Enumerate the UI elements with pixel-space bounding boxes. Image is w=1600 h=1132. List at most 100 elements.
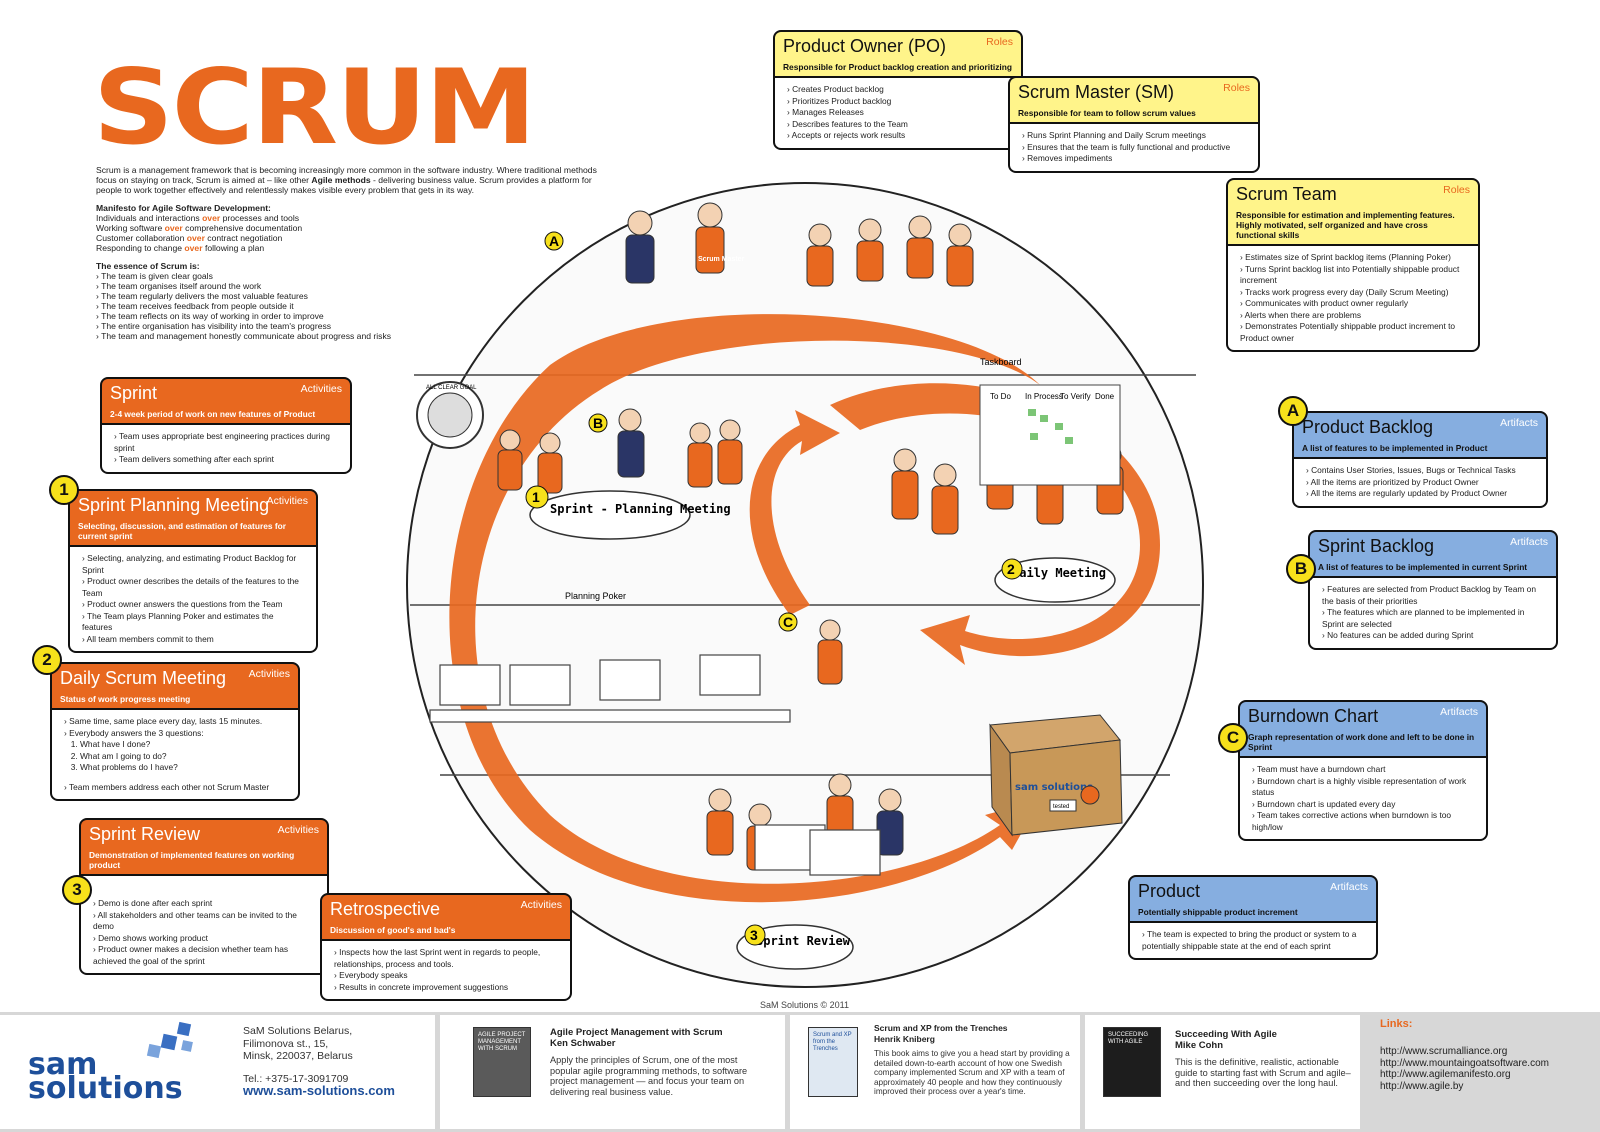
activity-sub: Demonstration of implemented features on…	[89, 850, 295, 870]
role-tag: Roles	[1223, 82, 1250, 94]
copyright: SaM Solutions © 2011	[760, 1000, 850, 1010]
activity-tag: Activities	[266, 495, 308, 507]
bubble-daily	[994, 557, 1116, 603]
book-cover: SUCCEEDING WITH AGILE	[1103, 1027, 1161, 1097]
letter-badge: C	[1218, 723, 1248, 753]
manifesto-line: Responding to change over following a pl…	[96, 243, 265, 253]
book-author: Ken Schwaber	[550, 1038, 616, 1049]
list-item: Product owner makes a decision whether t…	[93, 944, 317, 967]
link-item[interactable]: http://www.scrumalliance.org	[1380, 1046, 1508, 1057]
activity-tag: Activities	[248, 668, 290, 680]
link-item[interactable]: http://www.agilemanifesto.org	[1380, 1069, 1511, 1080]
activity-sub: 2-4 week period of work on new features …	[110, 409, 316, 419]
artifact-card-product-backlog: Product Backlog Artifacts A list of feat…	[1292, 411, 1548, 508]
manifesto-list: Individuals and interactions over proces…	[96, 213, 616, 253]
list-item: Alerts when there are problems	[1240, 310, 1468, 322]
manifesto-line: Customer collaboration over contract neg…	[96, 233, 283, 243]
list-item: Removes impediments	[1022, 153, 1248, 165]
role-tag: Roles	[1443, 184, 1470, 196]
essence-item: The team organises itself around the wor…	[96, 281, 616, 291]
manifesto-line: Working software over comprehensive docu…	[96, 223, 303, 233]
list-item: Selecting, analyzing, and estimating Pro…	[82, 553, 306, 576]
footer-book-2: Scrum and XP from the Trenches Scrum and…	[790, 1015, 1080, 1129]
artifact-card-burndown-chart: Burndown Chart Artifacts Graph represent…	[1238, 700, 1488, 841]
product-box: sam solutions tested	[989, 714, 1123, 837]
board-col-done: Done	[1095, 392, 1115, 401]
intro-text: Scrum is a management framework that is …	[96, 165, 616, 341]
svg-text:1: 1	[532, 489, 540, 505]
illustration-badges: 1 2 3 A B C	[525, 231, 1023, 946]
book-author: Henrik Kniberg	[874, 1034, 935, 1044]
taskboard-graphic: To Do In Process To Verify Done	[979, 384, 1121, 486]
list-item: Describes features to the Team	[787, 119, 1011, 131]
role-card-product-owner: Product Owner (PO) Roles Responsible for…	[773, 30, 1023, 150]
list-item: All stakeholders and other teams can be …	[93, 910, 317, 933]
list-item: Everybody answers the 3 questions:	[64, 728, 288, 740]
list-item: No features can be added during Sprint	[1322, 630, 1546, 642]
list-item: Communicates with product owner regularl…	[1240, 298, 1468, 310]
artifact-title: Product	[1138, 881, 1201, 901]
role-sub: Responsible for Product backlog creation…	[783, 62, 1012, 72]
book-title: Scrum and XP from the Trenches	[874, 1023, 1008, 1033]
artifact-tag: Artifacts	[1510, 536, 1548, 548]
taskboard-label: Taskboard	[980, 357, 1022, 367]
essence-heading: The essence of Scrum is:	[96, 261, 200, 271]
artifact-title: Burndown Chart	[1248, 706, 1379, 726]
list-item: Runs Sprint Planning and Daily Scrum mee…	[1022, 130, 1248, 142]
activity-sub: Selecting, discussion, and estimation of…	[78, 521, 287, 541]
svg-text:3: 3	[750, 927, 758, 943]
dartboard-graphic: ALL CLEAR GOAL	[416, 381, 484, 449]
svg-text:B: B	[593, 415, 603, 431]
manifesto-line: Individuals and interactions over proces…	[96, 213, 300, 223]
dartboard-text: ALL CLEAR GOAL	[426, 385, 477, 391]
activity-card-sprint: Sprint Activities 2-4 week period of wor…	[100, 377, 352, 474]
list-item: Team uses appropriate best engineering p…	[114, 431, 340, 454]
role-sub: Responsible for estimation and implement…	[1236, 210, 1455, 240]
essence-item: The entire organisation has visibility i…	[96, 321, 616, 331]
activity-sub: Discussion of good's and bad's	[330, 925, 456, 935]
list-item: The features which are planned to be imp…	[1322, 607, 1546, 630]
essence-item: The team receives feedback from people o…	[96, 301, 616, 311]
list-item: Turns Sprint backlog list into Potential…	[1240, 264, 1468, 287]
list-item: Product owner describes the details of t…	[82, 576, 306, 599]
activity-title: Sprint Planning Meeting	[78, 495, 270, 515]
book-cover: Scrum and XP from the Trenches	[808, 1027, 858, 1097]
list-item: Burndown chart is updated every day	[1252, 799, 1476, 811]
sprint-arrow	[449, 314, 1040, 903]
activity-card-sprint-review: Sprint Review Activities Demonstration o…	[79, 818, 329, 975]
activity-title: Sprint	[110, 383, 158, 403]
box-logo: sam solutions	[1015, 782, 1093, 793]
company-address: SaM Solutions Belarus, Filimonova st., 1…	[243, 1025, 395, 1098]
bubble-planning	[529, 490, 691, 540]
logo-text-sam: sam	[28, 1047, 98, 1082]
book-author: Mike Cohn	[1175, 1040, 1224, 1051]
question-item: What problems do I have?	[80, 762, 288, 774]
company-web[interactable]: www.sam-solutions.com	[243, 1083, 395, 1098]
artifact-tag: Artifacts	[1440, 706, 1478, 718]
list-item: The team is expected to bring the produc…	[1142, 929, 1366, 952]
company-tel: Tel.: +375-17-3091709	[243, 1072, 349, 1085]
artifact-tag: Artifacts	[1500, 417, 1538, 429]
book-description: Apply the principles of Scrum, one of th…	[550, 1055, 748, 1097]
list-item: Results in concrete improvement suggesti…	[334, 982, 560, 994]
activity-tag: Activities	[300, 383, 342, 395]
footer-company: sam solutions SaM Solutions Belarus, Fil…	[0, 1015, 435, 1129]
review-arrow	[749, 410, 840, 615]
link-item[interactable]: http://www.mountaingoatsoftware.com	[1380, 1057, 1549, 1069]
board-col-inprocess: In Process	[1025, 392, 1063, 401]
activity-card-sprint-planning: Sprint Planning Meeting Activities Selec…	[68, 489, 318, 653]
artifact-card-sprint-backlog: Sprint Backlog Artifacts A list of featu…	[1308, 530, 1558, 650]
link-item[interactable]: http://www.agile.by	[1380, 1080, 1464, 1092]
list-item: Features are selected from Product Backl…	[1322, 584, 1546, 607]
footer-links: Links: http://www.scrumalliance.org http…	[1380, 1018, 1595, 1092]
list-item: Team delivers something after each sprin…	[114, 454, 340, 466]
list-item: Manages Releases	[787, 107, 1011, 119]
activity-card-daily-scrum: Daily Scrum Meeting Activities Status of…	[50, 662, 300, 801]
artifact-sub: Graph representation of work done and le…	[1248, 732, 1475, 752]
book-title: Succeeding With Agile	[1175, 1029, 1277, 1040]
letter-badge: B	[1286, 554, 1316, 584]
list-item: Demonstrates Potentially shippable produ…	[1240, 321, 1468, 344]
activity-title: Daily Scrum Meeting	[60, 668, 227, 688]
question-item: What am I going to do?	[80, 751, 288, 763]
svg-text:C: C	[783, 614, 793, 630]
